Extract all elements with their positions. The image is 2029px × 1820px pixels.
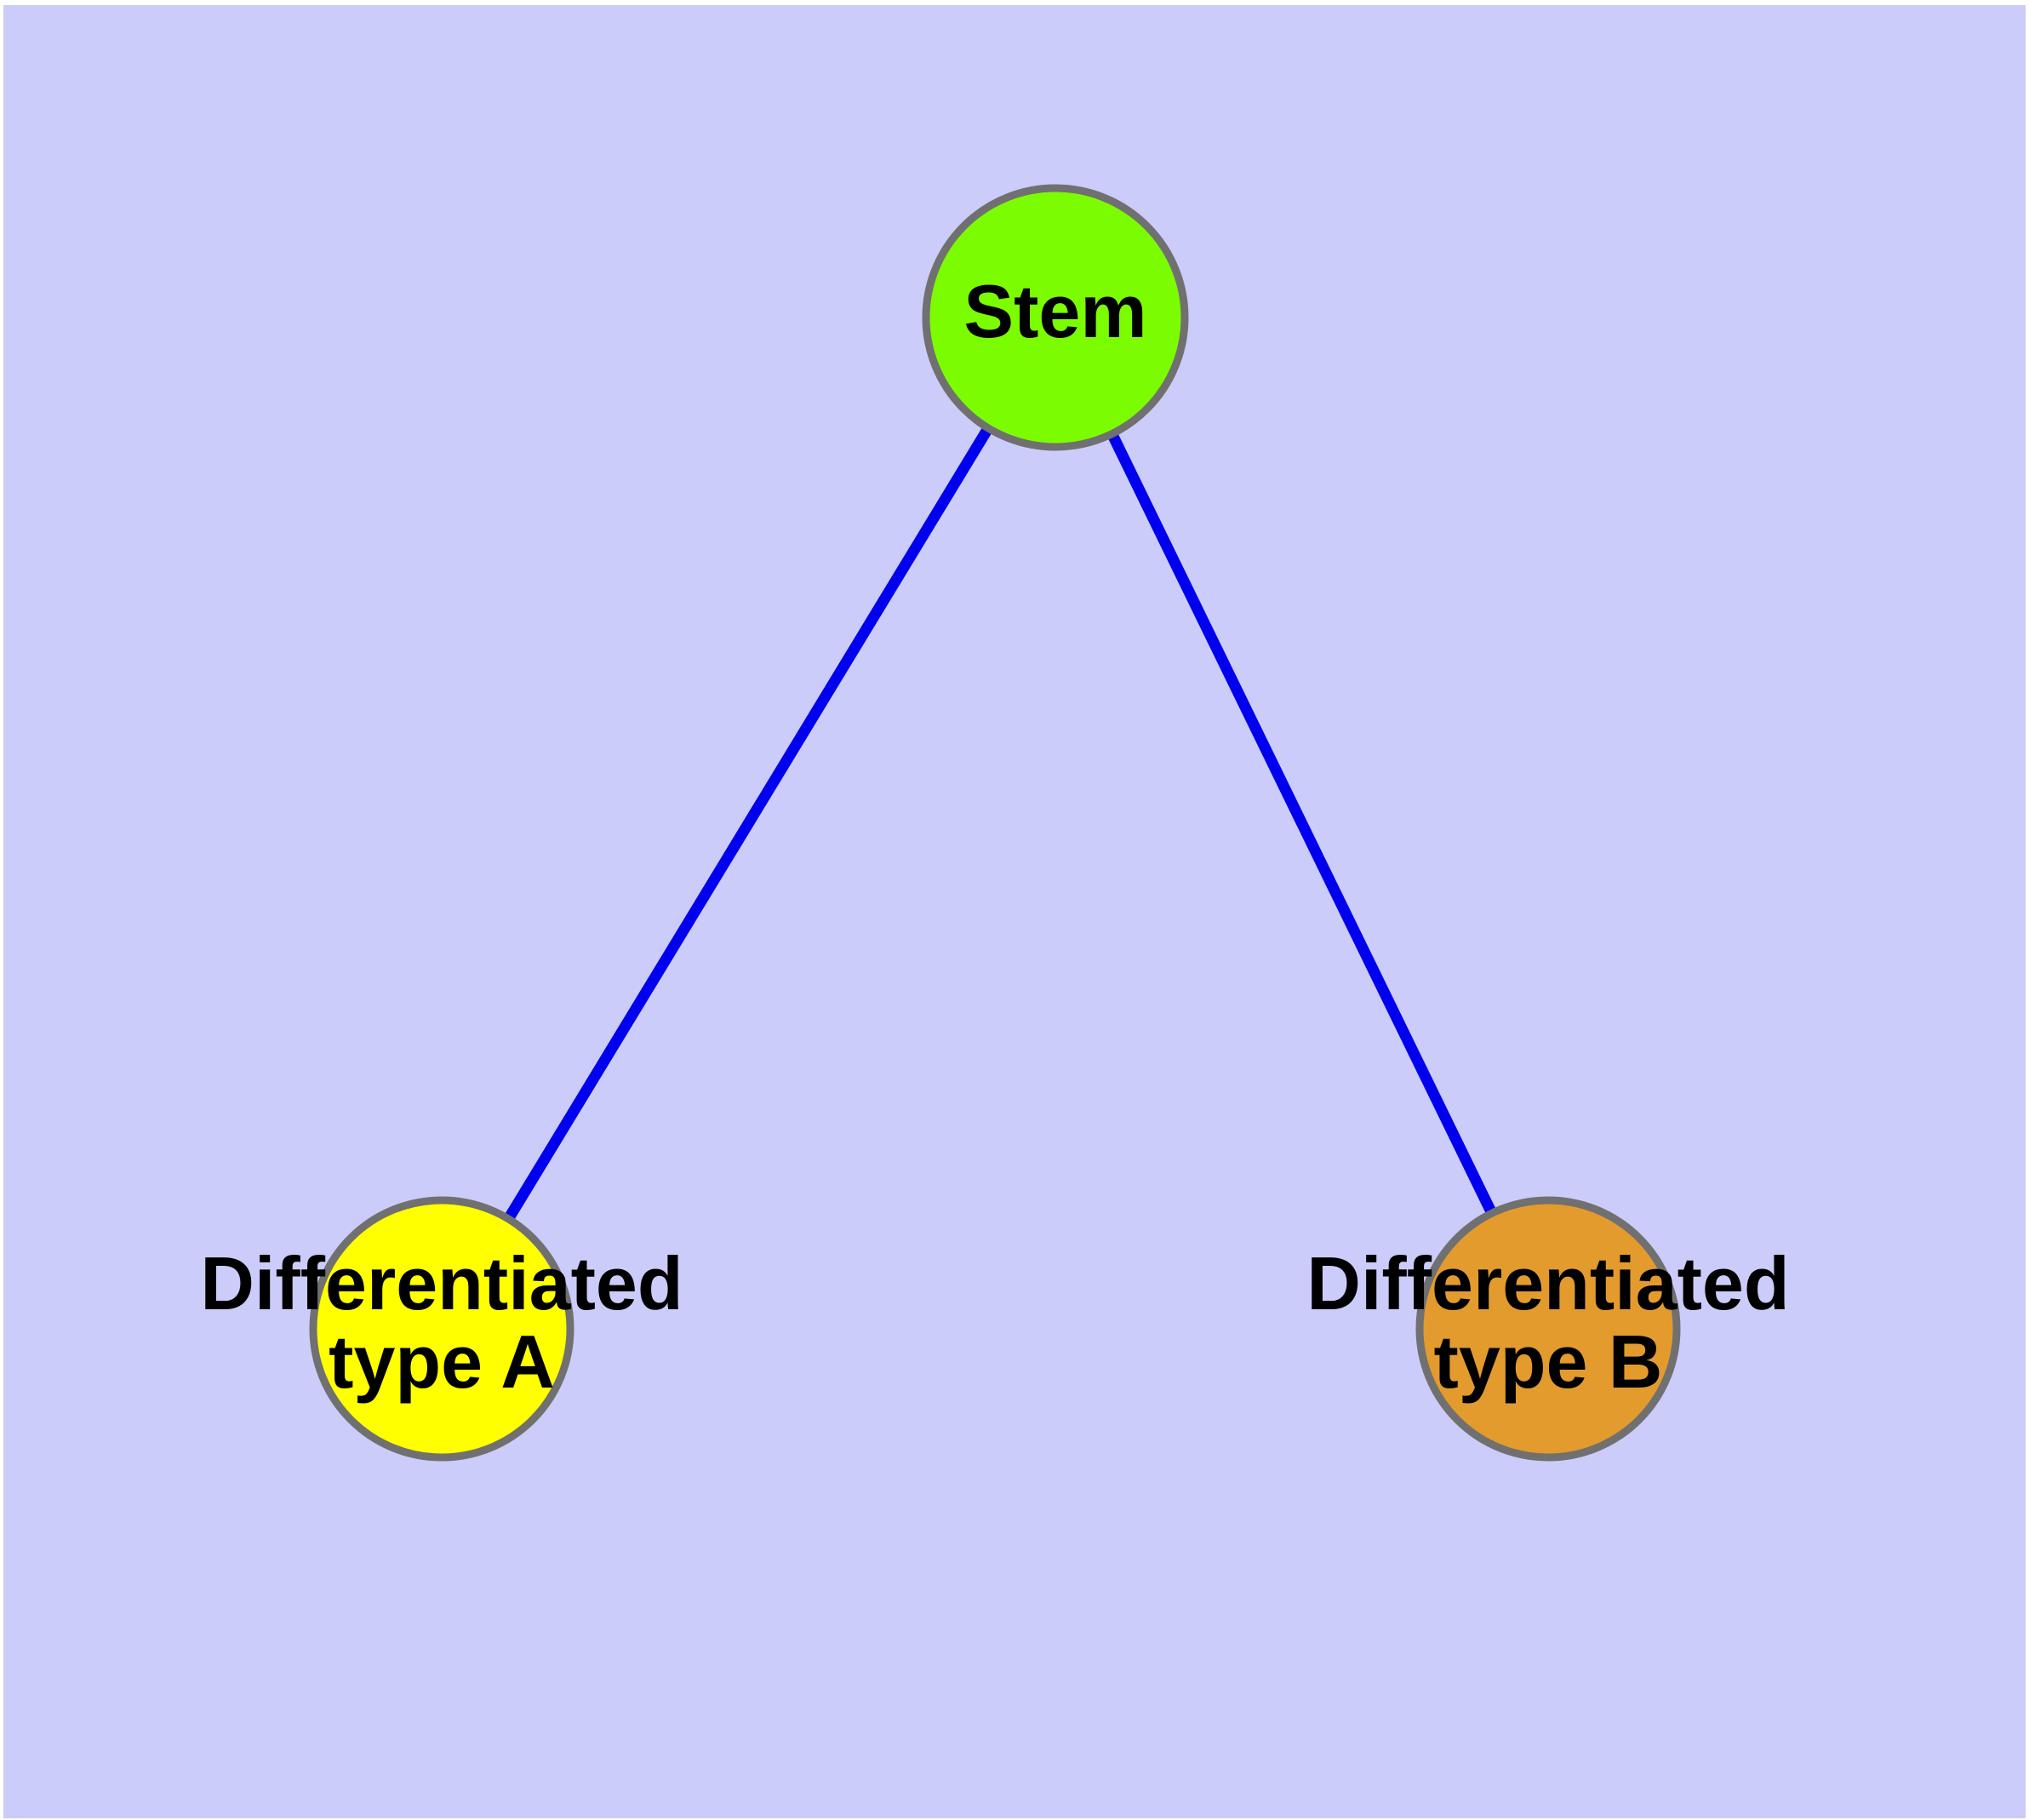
node-label-stem: Stem (963, 269, 1146, 353)
edge-stem-diff-b[interactable] (1105, 426, 1500, 1221)
node-stem[interactable]: Stem (922, 184, 1189, 451)
node-label-line: Differentiated (1306, 1241, 1789, 1325)
node-circle-diff_a[interactable] (309, 1196, 574, 1462)
edge-stem-diff-a[interactable] (500, 421, 996, 1227)
node-label-line: type A (329, 1319, 555, 1404)
node-circle-diff_b[interactable] (1415, 1196, 1681, 1462)
node-label-line: Stem (963, 269, 1146, 353)
edges-layer (500, 421, 1500, 1227)
node-circle-stem[interactable] (922, 184, 1189, 451)
node-label-line: type B (1434, 1319, 1663, 1404)
node-label-line: Differentiated (200, 1241, 683, 1325)
